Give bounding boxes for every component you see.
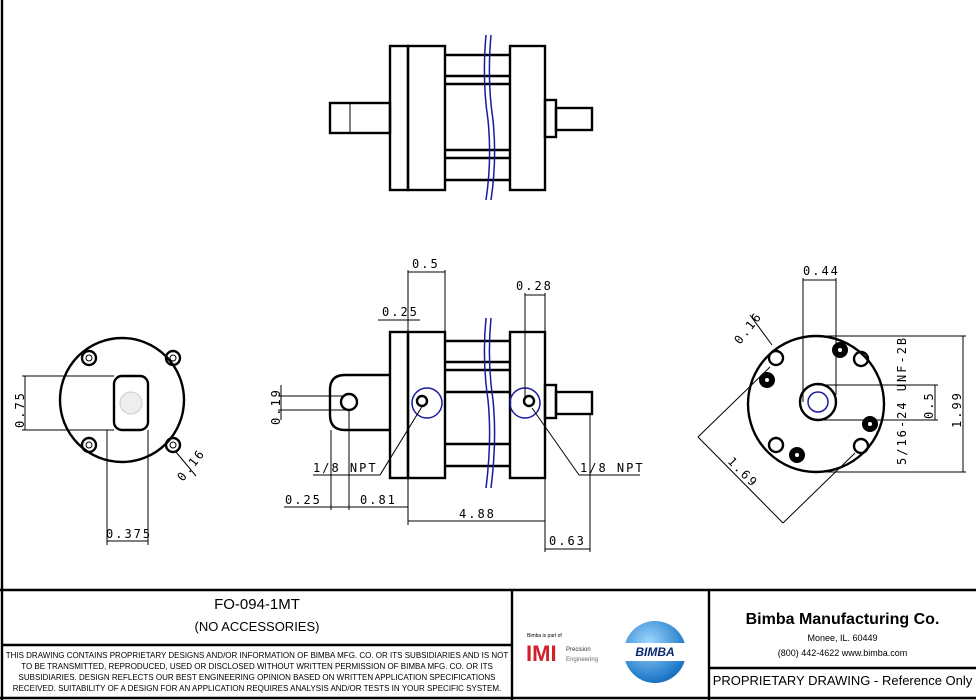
front-view: 0.5 0.25 0.28 0.19 1/8 NPT 1/8 NPT 0.25 … [269,257,645,552]
dim-0-75: 0.75 [13,391,27,428]
company-contact: (800) 442-4622 www.bimba.com [777,648,908,658]
dim-0-44: 0.44 [803,264,840,278]
imi-engineering: Engineering [566,657,599,663]
left-end-view: 0.75 0.16 0.375 [13,336,208,545]
dim-0-25-bottom: 0.25 [285,493,322,507]
dim-0-375: 0.375 [106,527,152,541]
label-thread-spec: 5/16-24 UNF-2B [895,336,909,465]
top-view [328,34,594,201]
part-number: FO-094-1MT [214,596,300,613]
imi-note: Bimba is part of [527,633,562,639]
imi-precision: Precision [566,647,591,653]
disclaimer: THIS DRAWING CONTAINS PROPRIETARY DESIGN… [5,651,509,693]
company-name: Bimba Manufacturing Co. [745,611,940,628]
bimba-logo-text: BIMBA [624,643,686,661]
dim-0-28: 0.28 [516,279,553,293]
dim-0-19: 0.19 [269,388,283,425]
dim-0-5: 0.5 [412,257,440,271]
company-address: Monee, IL. 60449 [807,633,878,643]
bimba-logo: BIMBA [624,621,686,683]
dim-1-69: 1.69 [725,454,761,490]
dim-0-5-right: 0.5 [922,391,936,419]
imi-logo: IMI [526,641,557,666]
proprietary-note: PROPRIETARY DRAWING - Reference Only [712,673,973,688]
label-1-8-npt-left: 1/8 NPT [313,461,378,475]
dim-4-88: 4.88 [459,507,496,521]
part-subtitle: (NO ACCESSORIES) [194,619,320,634]
label-1-8-npt-right: 1/8 NPT [580,461,645,475]
dim-0-25-top: 0.25 [382,305,419,319]
dim-0-16-left: 0.16 [174,446,208,484]
dim-0-63: 0.63 [549,534,586,548]
right-end-view: 0.44 0.16 0.5 1.99 5/16-24 UNF-2B 1.69 [697,264,966,524]
dim-1-99: 1.99 [950,391,964,428]
dim-0-81: 0.81 [360,493,397,507]
